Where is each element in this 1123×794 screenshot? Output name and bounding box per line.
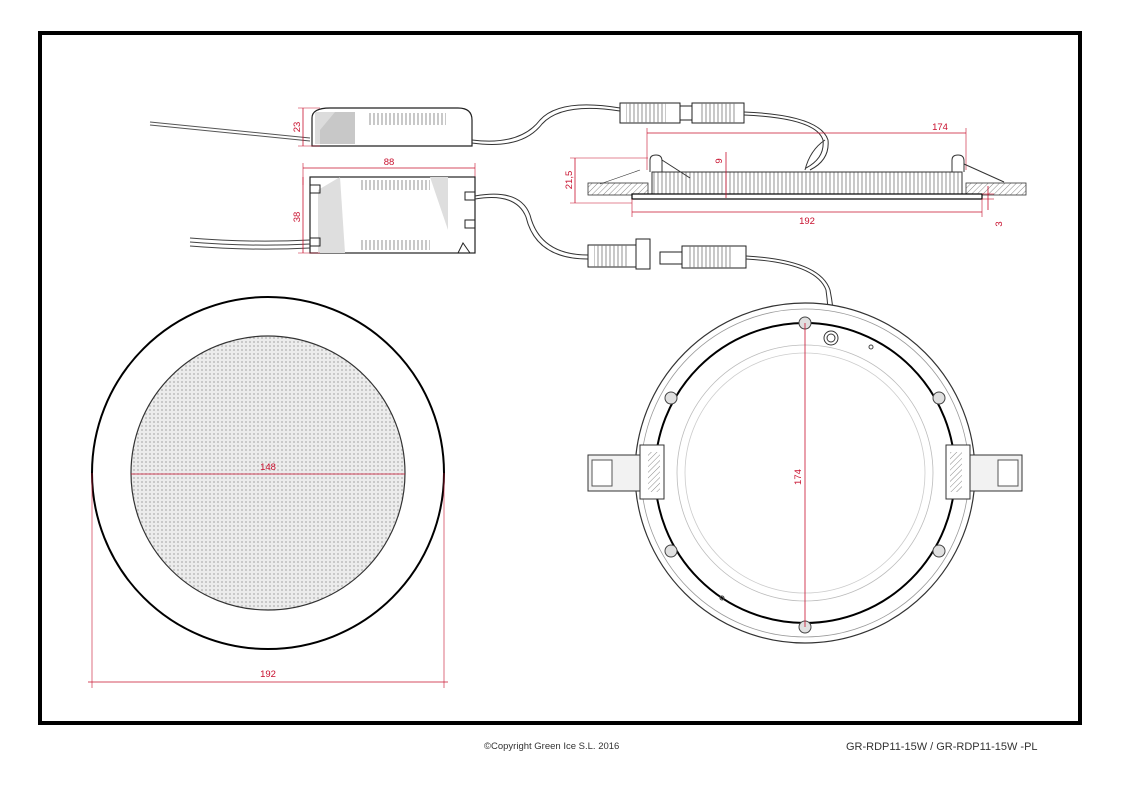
dim-panel-inner-width: 174 [932,122,948,133]
dim-back-diameter: 174 [793,469,804,485]
dim-driver-length: 88 [384,157,395,168]
dim-front-outer-diameter: 192 [260,669,276,680]
dim-front-diffuser-diameter: 148 [260,462,276,473]
dim-panel-body-height: 9 [714,158,725,163]
driver-top-view: 88 38 [189,157,835,339]
dim-mount-depth: 21,5 [564,171,575,190]
copyright-text: ©Copyright Green Ice S.L. 2016 [484,741,620,752]
dim-driver-width: 38 [292,212,303,223]
panel-back-view: 174 [587,302,1023,644]
driver-side-view: 23 [149,102,829,171]
panel-front-view: 148 192 [88,296,448,688]
dim-driver-height: 23 [292,122,303,133]
drawing-frame [38,31,1082,725]
panel-side-section: 174 21,5 9 192 3 [564,122,1027,227]
dim-panel-outer-width: 192 [799,216,815,227]
dim-rim-thickness: 3 [994,221,1005,226]
model-number: GR-RDP11-15W / GR-RDP11-15W -PL [846,741,1038,753]
